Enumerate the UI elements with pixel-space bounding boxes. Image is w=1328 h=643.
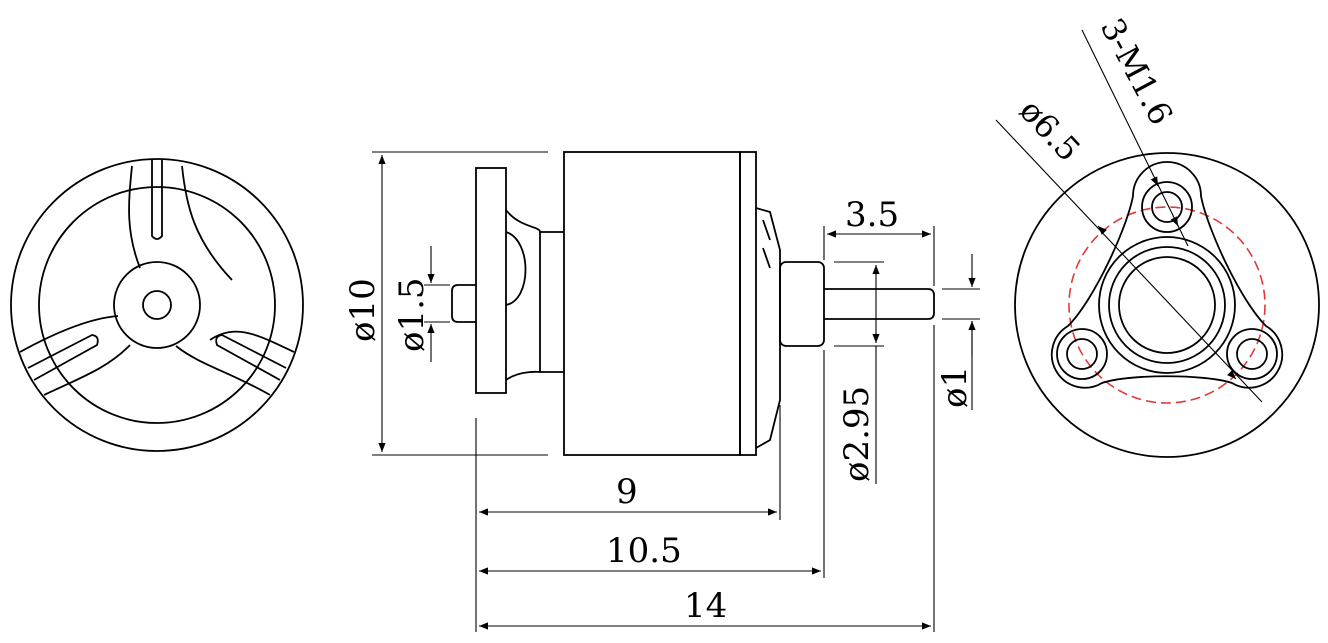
dim-length-stator: 9 [479, 472, 777, 516]
label-shaft-protrusion: 3.5 [845, 195, 899, 235]
label-diameter-rear-boss: ø1.5 [392, 277, 432, 352]
dim-mounting-holes: 3-M1.6 [1081, 12, 1189, 247]
label-diameter-body: ø10 [343, 278, 383, 342]
label-length-to-bearing: 10.5 [606, 531, 682, 571]
label-diameter-shaft: ø1 [935, 366, 975, 408]
label-diameter-bearing-boss: ø2.95 [837, 386, 877, 482]
dim-bolt-circle: ø6.5 [995, 92, 1263, 403]
dim-rear-boss-diameter: ø1.5 [392, 246, 450, 362]
dim-length-total: 14 [479, 586, 931, 630]
label-length-stator: 9 [616, 472, 638, 512]
dim-shaft-diameter: ø1 [935, 254, 980, 410]
bolt-circle-centerline [1068, 206, 1266, 404]
rear-view [10, 158, 304, 452]
label-diameter-bolt-circle: ø6.5 [1012, 92, 1088, 169]
label-mounting-holes: 3-M1.6 [1093, 12, 1180, 131]
dim-bearing-boss-diameter: ø2.95 [834, 261, 884, 484]
side-view [451, 151, 935, 456]
dim-body-diameter: ø10 [343, 151, 548, 456]
label-length-total: 14 [684, 586, 727, 626]
dim-shaft-protrusion: 3.5 [823, 195, 935, 286]
dim-length-to-bearing: 10.5 [479, 531, 821, 575]
front-view [1014, 152, 1320, 458]
